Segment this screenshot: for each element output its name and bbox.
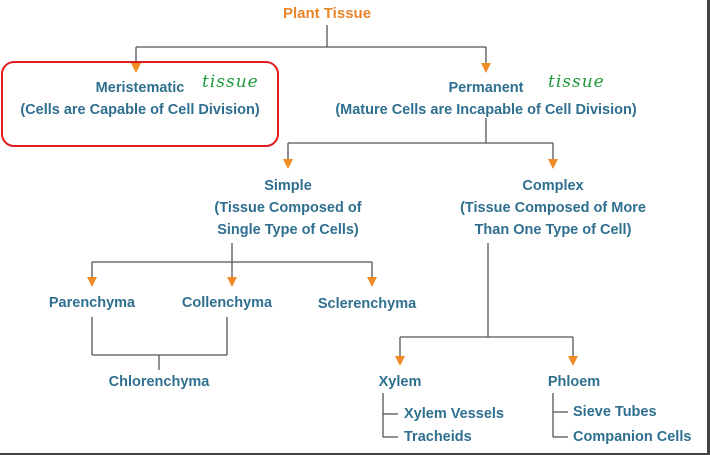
permanent-handwritten-annotation: tissue (548, 72, 605, 92)
complex-note-line1: (Tissue Composed of More (460, 200, 646, 216)
chlorenchyma-node: Chlorenchyma (108, 374, 210, 390)
phloem-node: Phloem (547, 374, 601, 390)
permanent-label: Permanent (448, 80, 524, 96)
simple-note-line2: Single Type of Cells) (217, 222, 359, 238)
collenchyma-node: Collenchyma (181, 295, 273, 311)
image-border-right (707, 0, 710, 455)
sclerenchyma-node: Sclerenchyma (317, 296, 417, 312)
permanent-note: (Mature Cells are Incapable of Cell Divi… (335, 102, 637, 118)
permanent-node: Permanent (Mature Cells are Incapable of… (305, 77, 667, 121)
meristematic-handwritten-annotation: tissue (202, 72, 259, 92)
xylem-item: Tracheids (404, 429, 472, 445)
simple-note-line1: (Tissue Composed of (214, 200, 362, 216)
image-border-bottom (0, 453, 710, 455)
meristematic-label: Meristematic (95, 80, 185, 96)
complex-node: Complex (Tissue Composed of More Than On… (433, 175, 673, 241)
phloem-item: Sieve Tubes (573, 404, 657, 420)
meristematic-node: Meristematic (Cells are Capable of Cell … (2, 77, 278, 121)
simple-label: Simple (264, 178, 312, 194)
xylem-item: Xylem Vessels (404, 406, 504, 422)
phloem-item: Companion Cells (573, 429, 692, 445)
complex-label: Complex (522, 178, 584, 194)
meristematic-note: (Cells are Capable of Cell Division) (20, 102, 260, 118)
plant-tissue-title: Plant Tissue (282, 5, 372, 22)
complex-note-line2: Than One Type of Cell) (474, 222, 632, 238)
xylem-node: Xylem (378, 374, 422, 390)
meristematic-highlight-box (1, 61, 279, 147)
parenchyma-node: Parenchyma (48, 295, 136, 311)
simple-node: Simple (Tissue Composed of Single Type o… (188, 175, 388, 241)
